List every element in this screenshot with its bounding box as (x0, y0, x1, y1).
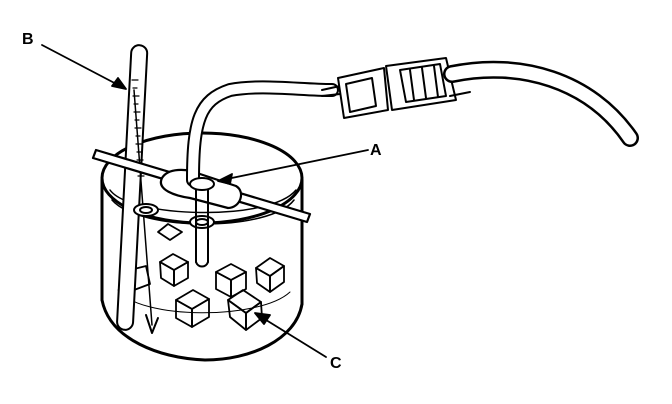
callout-c: C (330, 355, 342, 372)
connector-left-housing (337, 67, 389, 119)
ice-cube (215, 263, 247, 298)
sensor-tip (195, 261, 209, 268)
sensor-collar-lower (189, 215, 215, 229)
connector-wire-1 (321, 85, 341, 91)
sensor-collar (189, 177, 215, 191)
ice-cubes (129, 223, 285, 331)
sensor (186, 80, 339, 268)
ice-cube (175, 289, 210, 328)
ice-cube (255, 257, 285, 293)
beaker-inner-rim (109, 189, 297, 214)
callout-a: A (370, 142, 382, 159)
callout-b: B (22, 31, 34, 48)
leader-lines (41, 44, 369, 358)
thermometer-scale (131, 79, 145, 177)
leader-line-a (221, 149, 369, 181)
thermometer-body (116, 44, 149, 331)
leader-line-b (41, 44, 125, 89)
leader-line-c (257, 314, 327, 358)
connector-right-housing (385, 57, 457, 111)
thermometer (116, 44, 159, 334)
leader-arrow-c (254, 312, 271, 325)
thermometer-grommet (133, 203, 159, 217)
thermometer-bulb (145, 314, 159, 334)
leader-arrow-a (217, 173, 233, 185)
ice-cube (157, 223, 183, 241)
thermometer-grommet-inner (139, 206, 153, 214)
connector-wire-2 (321, 93, 341, 97)
leader-arrow-b (111, 77, 127, 90)
connector (321, 57, 457, 119)
ice-cube (159, 253, 189, 287)
